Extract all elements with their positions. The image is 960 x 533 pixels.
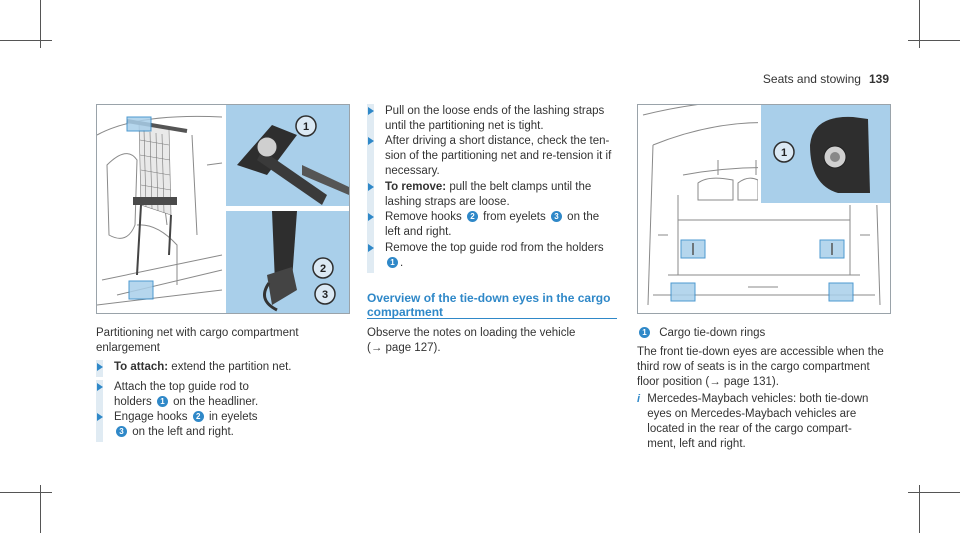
- step-arrow-icon: [368, 107, 374, 115]
- figure-caption: Partitioning net with cargo compartment …: [96, 327, 299, 354]
- remove-label: To remove:: [385, 181, 447, 193]
- step-text: Remove hooks: [385, 211, 462, 223]
- crop-mark: [919, 485, 920, 533]
- step-arrow-icon: [97, 413, 103, 421]
- step-text: on the headliner.: [173, 396, 259, 408]
- figure-cargo-compartment: 1: [637, 104, 891, 314]
- step-pull-straps: Pull on the loose ends of the lashing st…: [367, 104, 617, 136]
- attach-label: To attach:: [114, 361, 169, 373]
- page-number: 139: [868, 72, 889, 86]
- step-arrow-icon: [368, 213, 374, 221]
- step-text: from eyelets: [483, 211, 546, 223]
- step-text: on the left and right.: [132, 426, 234, 438]
- step-arrow-icon: [97, 383, 103, 391]
- step-text: .: [400, 257, 404, 269]
- observe-note: Observe the notes on loading the vehicle…: [367, 327, 576, 354]
- section-title: Overview of the tie-down eyes in the car…: [367, 291, 611, 319]
- step-text: After driving a short distance, check th…: [385, 135, 612, 177]
- number-badge: 3: [116, 426, 127, 437]
- callout-1: 1: [303, 121, 309, 133]
- info-icon: i: [637, 393, 641, 405]
- callout-1: 1: [781, 147, 787, 159]
- number-badge: 2: [466, 211, 478, 222]
- step-attach-rod: Attach the top guide rod to holders 1 on…: [96, 380, 346, 412]
- header-section: Seats and stowing: [762, 72, 861, 86]
- info-text: Mercedes-Maybach vehicles: both tie-down…: [647, 393, 869, 450]
- section-rule: [367, 318, 617, 319]
- callout-2: 2: [320, 263, 326, 275]
- crop-mark: [40, 0, 41, 48]
- number-badge: 1: [639, 327, 650, 338]
- tie-down-paragraph: The front tie-down eyes are accessible w…: [637, 346, 884, 388]
- step-text: on the left and right.: [385, 211, 600, 238]
- step-text: Remove the top guide rod from the holder…: [385, 242, 604, 254]
- running-header: Seats and stowing 139: [763, 72, 889, 86]
- step-text: Engage hooks: [114, 411, 188, 423]
- legend-text: Cargo tie-down rings: [659, 327, 766, 339]
- step-remove-hooks: Remove hooks 2 from eyelets 3 on the lef…: [367, 210, 617, 242]
- remove-text: pull the belt clamps until the lashing s…: [385, 181, 592, 208]
- callout-3: 3: [322, 289, 328, 301]
- cargo-compartment-illustration: 1: [638, 105, 890, 313]
- crop-mark: [908, 492, 960, 493]
- step-arrow-icon: [368, 244, 374, 252]
- number-badge: 2: [192, 411, 204, 422]
- crop-mark: [919, 0, 920, 48]
- number-badge: 1: [387, 257, 398, 268]
- step-text: in eyelets: [208, 411, 258, 423]
- crop-mark: [40, 485, 41, 533]
- step-arrow-icon: [368, 183, 374, 191]
- attach-text: extend the partition net.: [171, 361, 292, 373]
- step-engage-hooks: Engage hooks 2 in eyelets 3 on the left …: [96, 410, 346, 442]
- number-badge: 1: [156, 396, 168, 407]
- figure-partition-net: 1 2 3: [96, 104, 350, 314]
- step-arrow-icon: [368, 137, 374, 145]
- step-arrow-icon: [97, 363, 103, 371]
- step-remove-rod: Remove the top guide rod from the holder…: [367, 241, 617, 273]
- crop-mark: [0, 492, 52, 493]
- number-badge: 3: [550, 211, 562, 222]
- partition-net-illustration: 1 2 3: [97, 105, 349, 313]
- crop-mark: [0, 40, 52, 41]
- step-attach: To attach: extend the partition net.: [96, 360, 346, 377]
- info-note: i Mercedes-Maybach vehicles: both tie-do…: [637, 392, 877, 452]
- step-remove: To remove: pull the belt clamps until th…: [367, 180, 617, 212]
- legend-item: 1 Cargo tie-down rings: [637, 326, 887, 341]
- step-text: Attach the top guide rod to holders: [114, 381, 249, 408]
- step-check-tension: After driving a short distance, check th…: [367, 134, 617, 181]
- step-text: Pull on the loose ends of the lashing st…: [385, 105, 605, 132]
- crop-mark: [908, 40, 960, 41]
